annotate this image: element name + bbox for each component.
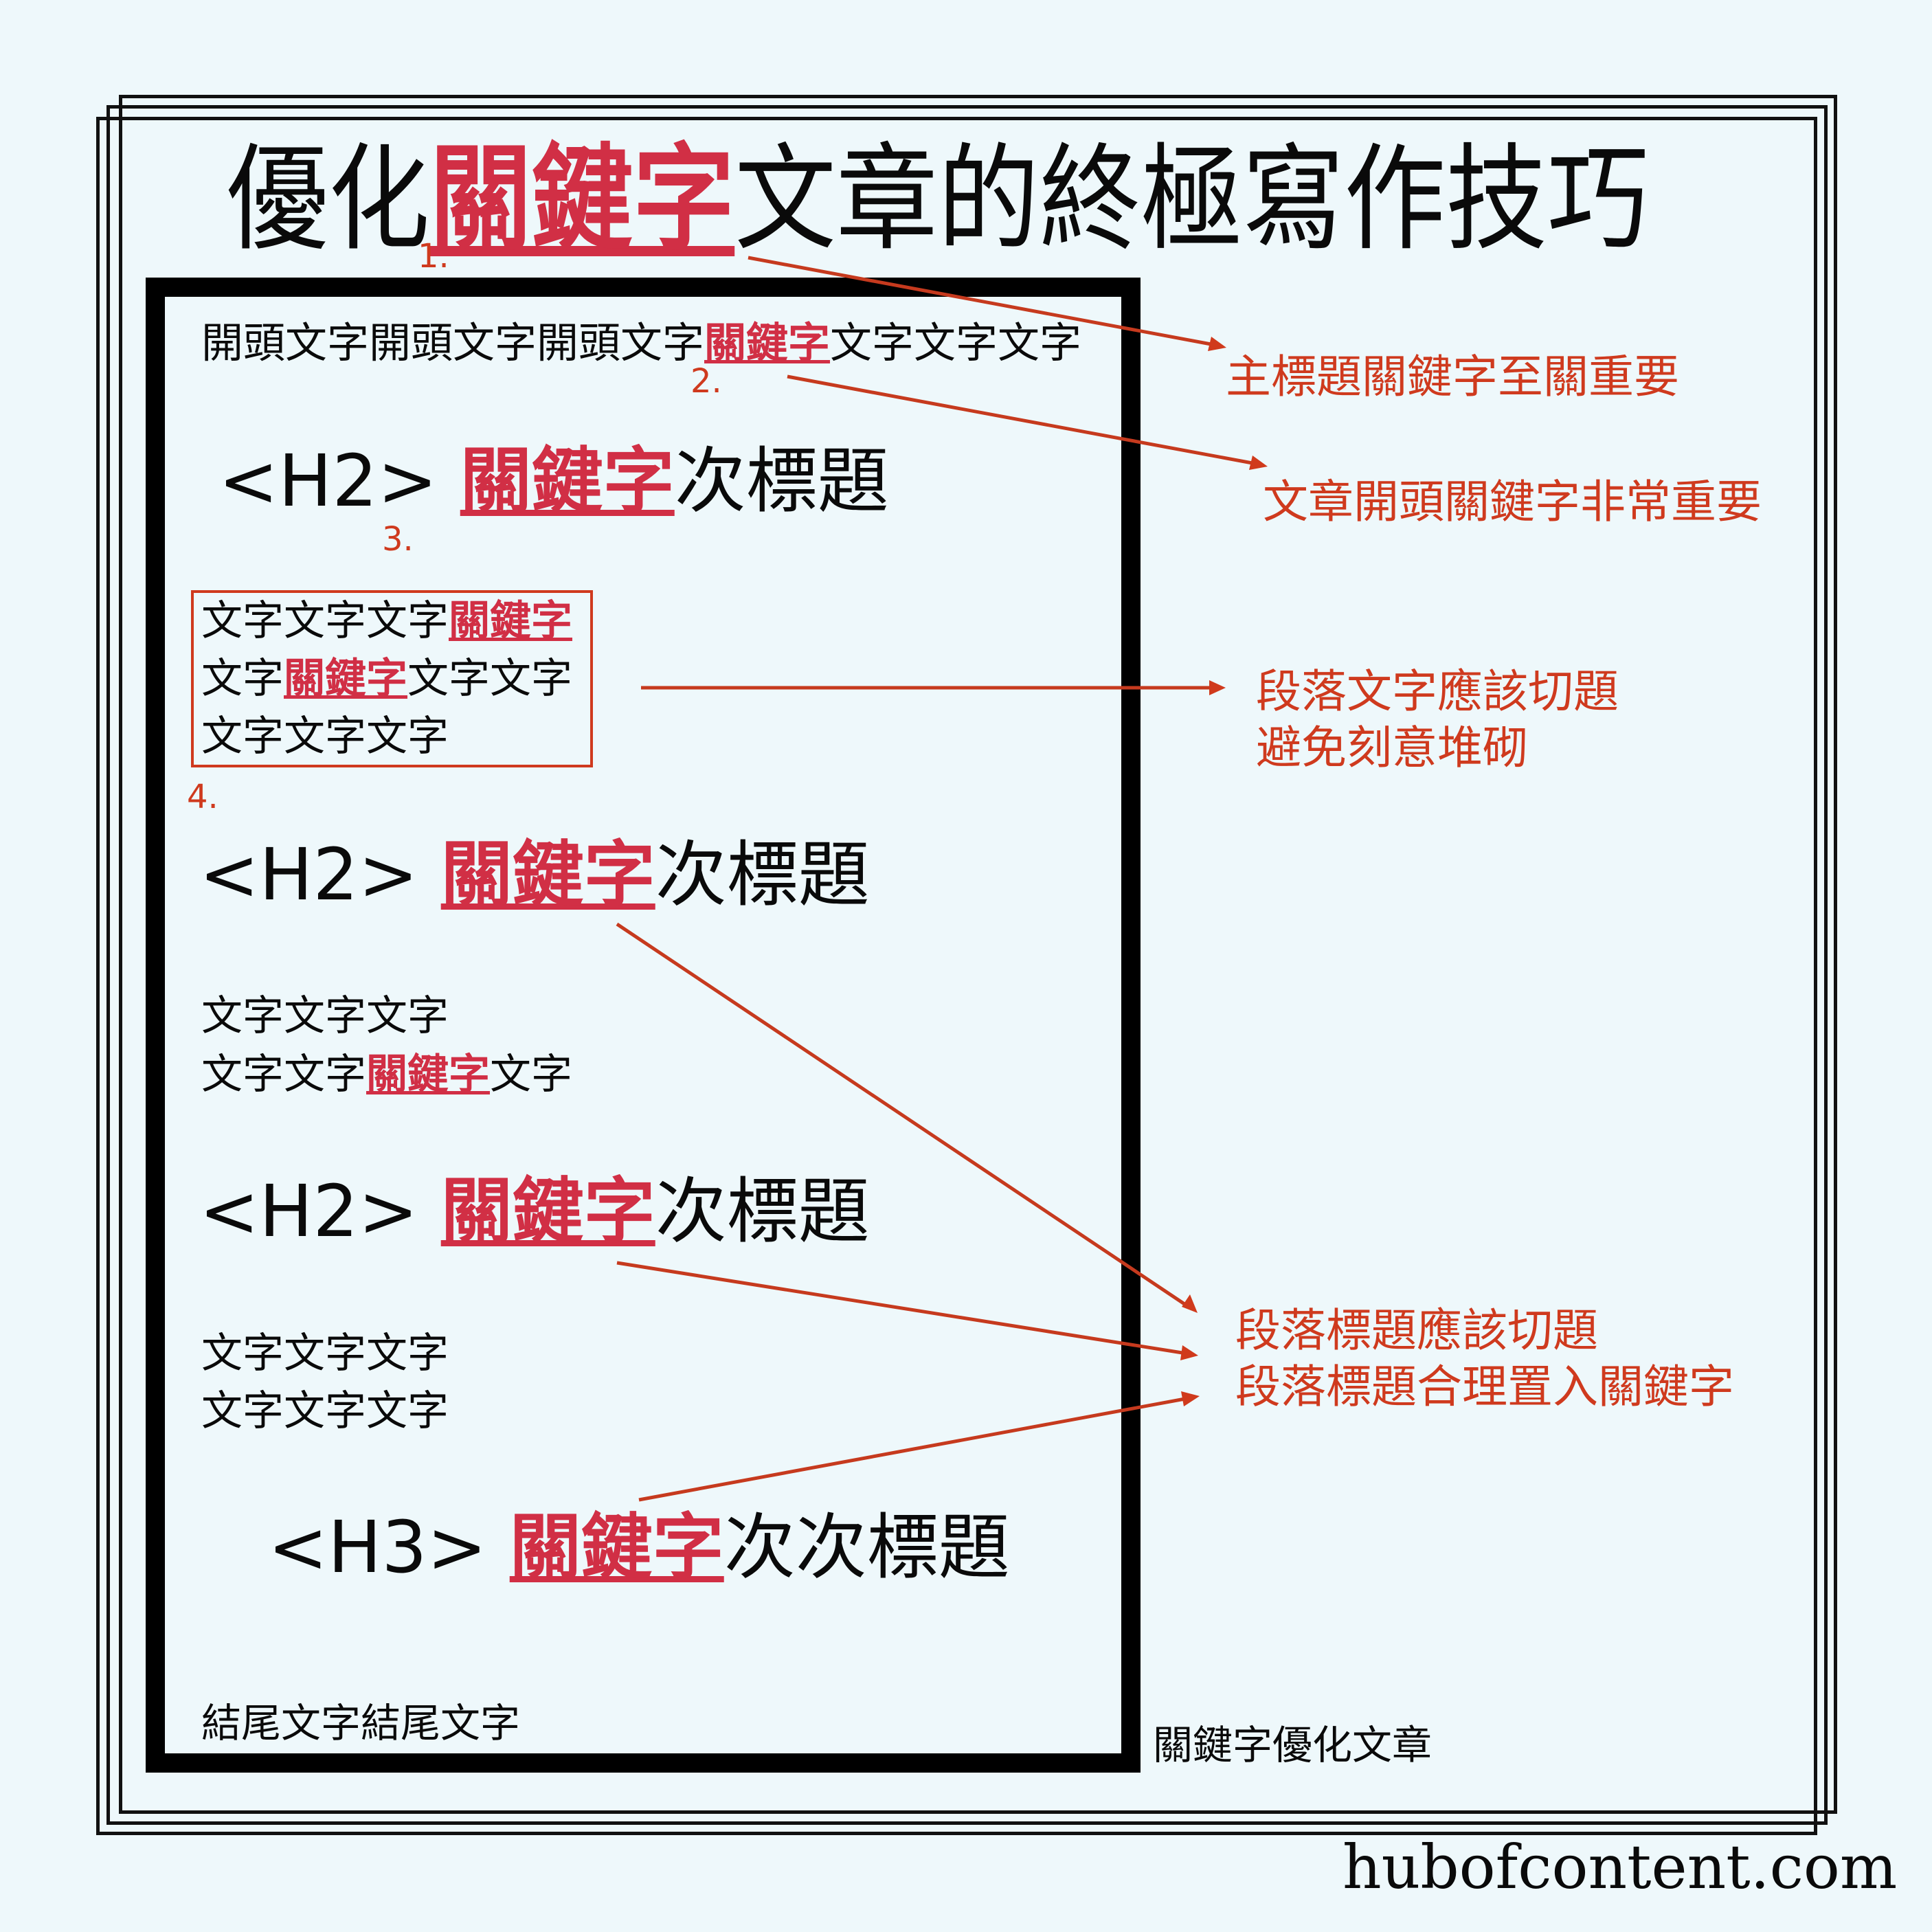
note-opening-keyword: 文章開頭關鍵字非常重要 [1263, 475, 1762, 528]
opening-text-after: 文字文字文字 [830, 319, 1082, 368]
marker-1: 1. [418, 237, 449, 276]
heading-keyword: 關鍵字 [440, 833, 655, 917]
outer-frame-c [119, 95, 1837, 1814]
note-paragraph-line-1: 段落文字應該切題 [1256, 665, 1619, 718]
heading-rest: 次次標題 [723, 1505, 1010, 1589]
heading-h2-2: <H2> 關鍵字次標題 [199, 833, 870, 916]
heading-keyword: 關鍵字 [509, 1505, 724, 1589]
text: 文字 [490, 1051, 572, 1099]
text: 文字文字文字 [201, 1387, 449, 1435]
page-title: 優化關鍵字文章的終極寫作技巧 [227, 132, 1649, 267]
text: 文字文字文字 [201, 1329, 449, 1378]
inline-keyword: 關鍵字 [449, 597, 572, 645]
inline-keyword: 關鍵字 [284, 655, 407, 703]
ending-text: 結尾文字結尾文字 [201, 1700, 521, 1746]
text: 文字 [201, 655, 284, 703]
text: 文字文字文字 [201, 992, 449, 1040]
heading-tag: <H2> [199, 1169, 418, 1253]
paragraph-2-line-1: 文字文字文字 [201, 987, 449, 1045]
text: 文字文字文字 [201, 597, 449, 645]
article-caption: 關鍵字優化文章 [1153, 1722, 1433, 1768]
marker-2: 2. [690, 362, 722, 401]
paragraph-1-line-1: 文字文字文字關鍵字 [201, 592, 572, 650]
heading-tag: <H2> [199, 833, 418, 917]
title-suffix: 文章的終極寫作技巧 [734, 132, 1649, 267]
paragraph-1-line-3: 文字文字文字 [201, 708, 449, 765]
outer-frame-b [96, 117, 1817, 1835]
paragraph-1-line-2: 文字關鍵字文字文字 [201, 650, 572, 708]
heading-keyword: 關鍵字 [440, 1169, 655, 1253]
heading-h2-1: <H2> 關鍵字次標題 [218, 440, 889, 522]
heading-rest: 次標題 [674, 439, 889, 523]
text: 文字文字 [201, 1051, 366, 1099]
opening-text-before: 開頭文字開頭文字開頭文字 [201, 319, 705, 368]
heading-rest: 次標題 [655, 833, 870, 917]
heading-keyword: 關鍵字 [460, 439, 675, 523]
heading-tag: <H2> [218, 439, 438, 523]
opening-text: 開頭文字開頭文字開頭文字關鍵字文字文字文字 [201, 315, 1081, 372]
heading-h3: <H3> 關鍵字次次標題 [268, 1506, 1010, 1588]
heading-tag: <H3> [268, 1505, 487, 1589]
note-headings-line-2: 段落標題合理置入關鍵字 [1235, 1360, 1734, 1413]
note-headings-line-1: 段落標題應該切題 [1235, 1304, 1598, 1357]
text: 文字文字文字 [201, 712, 449, 761]
note-title-keyword: 主標題關鍵字至關重要 [1226, 350, 1679, 403]
note-paragraph-line-2: 避免刻意堆砌 [1256, 721, 1528, 774]
title-keyword: 關鍵字 [429, 132, 735, 267]
marker-3: 3. [382, 520, 414, 559]
paragraph-3-line-1: 文字文字文字 [201, 1325, 449, 1382]
opening-keyword: 關鍵字 [704, 319, 831, 368]
text: 文字文字 [407, 655, 572, 703]
marker-4: 4. [187, 778, 218, 816]
heading-rest: 次標題 [655, 1169, 870, 1253]
title-prefix: 優化 [227, 132, 430, 267]
outer-frame-a [106, 105, 1828, 1825]
paragraph-2-line-2: 文字文字關鍵字文字 [201, 1046, 572, 1103]
brand-url: hubofcontent.com [1343, 1832, 1898, 1902]
inline-keyword: 關鍵字 [366, 1051, 490, 1099]
paragraph-highlight-box [191, 590, 593, 767]
heading-h2-3: <H2> 關鍵字次標題 [199, 1170, 870, 1253]
paragraph-3-line-2: 文字文字文字 [201, 1382, 449, 1440]
